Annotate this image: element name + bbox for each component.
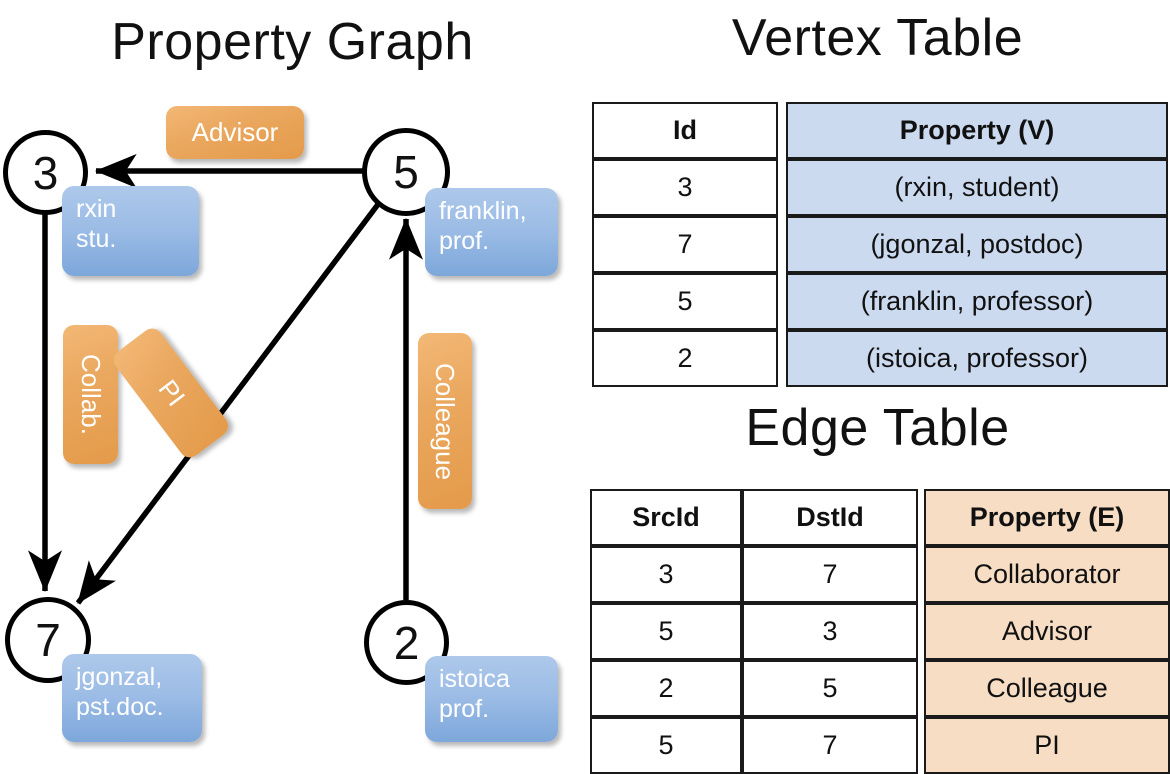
vertex-property-5-line2: prof. [439,226,490,255]
edge-cell-srcid: 3 [590,546,742,603]
vertex-cell-id: 7 [592,216,778,273]
vertex-property-box-3[interactable]: rxin stu. [62,186,199,276]
edge-label-colleague-text: Colleague [430,362,461,480]
page-title-edge-table: Edge Table [745,399,1010,457]
table-row[interactable]: 2 (istoica, professor) [592,330,1168,387]
vertex-table-header-row: Id Property (V) [592,102,1168,159]
vertex-table: Id Property (V) 3 (rxin, student) 7 (jgo… [592,102,1168,387]
edge-table-column-gap [918,489,924,546]
edge-table-header-dstid: DstId [742,489,918,546]
edge-cell-srcid: 5 [590,603,742,660]
edge-arrow-5-to-7 [75,201,382,605]
vertex-cell-id: 2 [592,330,778,387]
graph-node-2[interactable]: 2 [364,600,449,685]
table-row[interactable]: 5 7 PI [590,717,1170,774]
vertex-cell-property: (jgonzal, postdoc) [786,216,1168,273]
vertex-cell-id: 5 [592,273,778,330]
vertex-table-column-gap [778,102,786,159]
edge-table-header-property: Property (E) [924,489,1170,546]
edge-table: SrcId DstId Property (E) 3 7 Collaborato… [590,489,1170,774]
vertex-property-2-line1: istoica [439,665,510,693]
vertex-cell-property: (rxin, student) [786,159,1168,216]
edge-label-colleague[interactable]: Colleague [418,333,472,509]
vertex-property-box-2[interactable]: istoica prof. [425,656,558,742]
edge-cell-dstid: 3 [742,603,918,660]
edge-cell-property: Collaborator [924,546,1170,603]
vertex-property-3-line2: stu. [76,224,117,253]
graph-node-2-label: 2 [393,616,420,669]
vertex-cell-property: (franklin, professor) [786,273,1168,330]
graph-node-3-label: 3 [32,146,59,199]
graph-edge-arrows [27,153,424,605]
vertex-table-column-gap [778,216,786,273]
edge-table-column-gap [918,717,924,774]
vertex-property-7-line1: jgonzal, [76,663,163,691]
vertex-property-2-line2: prof. [439,694,490,723]
vertex-property-box-5[interactable]: franklin, prof. [425,188,558,276]
edge-table-column-gap [918,603,924,660]
table-row[interactable]: 3 (rxin, student) [592,159,1168,216]
graph-node-5[interactable]: 5 [362,128,450,216]
vertex-property-box-7[interactable]: jgonzal, pst.doc. [62,654,202,742]
vertex-table-column-gap [778,273,786,330]
table-row[interactable]: 5 (franklin, professor) [592,273,1168,330]
vertex-property-3-line1: rxin [76,195,117,223]
vertex-cell-id: 3 [592,159,778,216]
edge-label-advisor-text: Advisor [191,117,279,147]
graph-node-7-label: 7 [35,614,61,666]
edge-cell-property: Advisor [924,603,1170,660]
edge-label-pi-text: PI [152,373,191,412]
page-title-vertex-table: Vertex Table [731,9,1024,67]
edge-label-collab[interactable]: Collab. [63,325,118,464]
edge-cell-dstid: 7 [742,717,918,774]
edge-table-header-row: SrcId DstId Property (E) [590,489,1170,546]
edge-cell-property: Colleague [924,660,1170,717]
table-row[interactable]: 5 3 Advisor [590,603,1170,660]
edge-label-collab-text: Collab. [76,354,106,435]
edge-cell-srcid: 5 [590,717,742,774]
page-title-property-graph: Property Graph [111,13,474,71]
vertex-property-5-line1: franklin, [439,197,527,225]
table-row[interactable]: 7 (jgonzal, postdoc) [592,216,1168,273]
vertex-property-7-line2: pst.doc. [76,692,164,721]
vertex-table-column-gap [778,159,786,216]
graph-node-5-label: 5 [393,146,419,198]
edge-table-column-gap [918,660,924,717]
edge-cell-srcid: 2 [590,660,742,717]
edge-cell-property: PI [924,717,1170,774]
vertex-cell-property: (istoica, professor) [786,330,1168,387]
edge-label-advisor[interactable]: Advisor [166,106,304,159]
vertex-table-column-gap [778,330,786,387]
edge-table-header-srcid: SrcId [590,489,742,546]
edge-cell-dstid: 7 [742,546,918,603]
edge-table-column-gap [918,546,924,603]
vertex-table-header-id: Id [592,102,778,159]
edge-cell-dstid: 5 [742,660,918,717]
vertex-table-header-property: Property (V) [786,102,1168,159]
property-graph-diagram: 3 5 7 2 rxin stu. franklin, prof. jgonza… [0,0,585,760]
table-row[interactable]: 2 5 Colleague [590,660,1170,717]
table-row[interactable]: 3 7 Collaborator [590,546,1170,603]
